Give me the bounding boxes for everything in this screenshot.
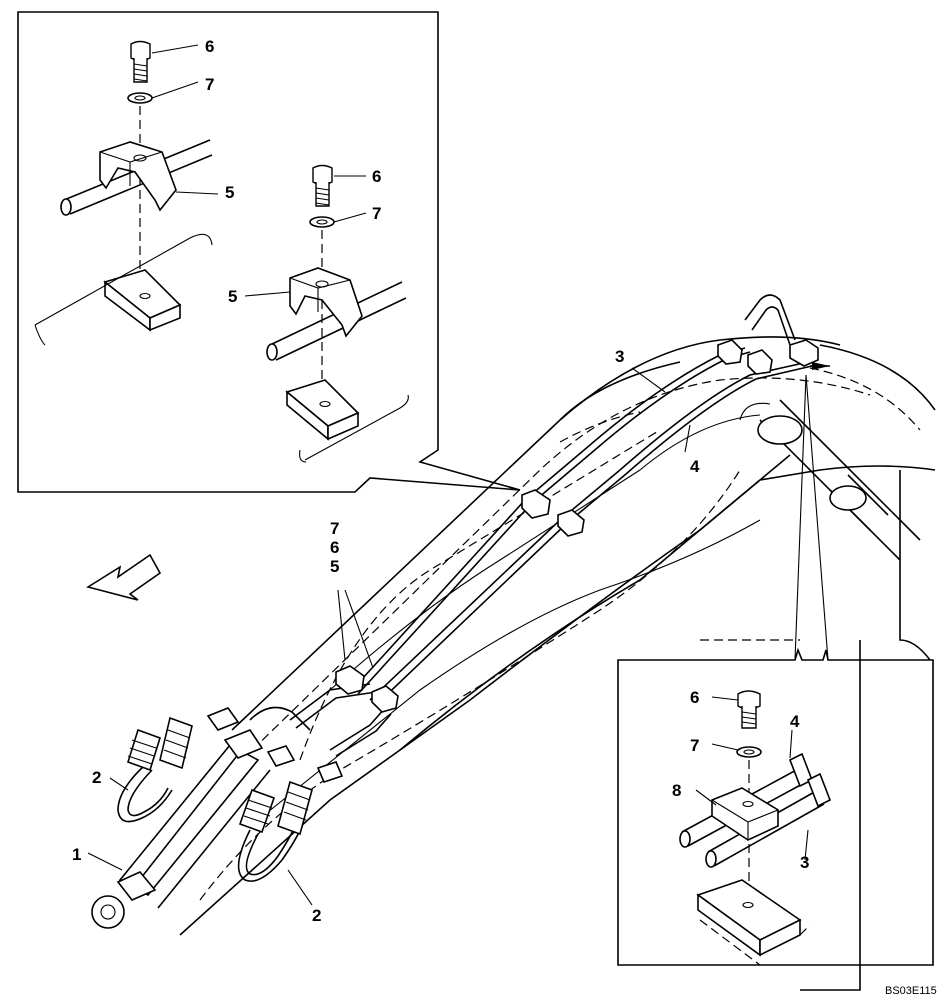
main-leaders [87,367,829,906]
clamp-icon [521,489,551,519]
bolt-icon [130,40,151,83]
callout-7-inset-1: 7 [205,75,214,94]
callout-6-inset-2: 6 [372,167,381,186]
callout-2-left: 2 [92,768,101,787]
callout-7-inset-2: 7 [372,204,381,223]
callout-4-inset-3: 4 [790,712,800,731]
callout-3-inset-3: 3 [800,853,809,872]
callout-7-inset-3: 7 [690,736,699,755]
callout-7-stack: 7 [330,519,339,538]
clamp-icon [557,509,585,537]
callout-3-main: 3 [615,347,624,366]
callout-6-inset-1: 6 [205,37,214,56]
bolt-icon [737,690,761,729]
callout-8-inset-3: 8 [672,781,681,800]
inset-clamp-assembly-2 [266,164,409,463]
clamp-icon [711,787,779,841]
clamp-icon [99,141,177,212]
inset-clamp-assembly-3 [679,690,832,966]
detail-inset-top-left [17,11,521,493]
callout-2-bottom: 2 [312,906,321,925]
arm-cylinder [739,399,921,561]
bolt-icon [312,164,333,207]
pipe-clamps [335,294,830,713]
front-direction-arrow-icon [86,553,162,601]
inset-clamp-assembly-1 [34,40,219,346]
detail-inset-bottom-right [617,647,934,966]
hose-assembly-left [117,707,240,823]
boom-assembly [179,336,936,991]
callout-6-stack: 6 [330,538,339,557]
callout-5-stack: 5 [330,557,339,576]
diagram-code: BS03E115 [885,985,937,997]
callout-4-main: 4 [690,457,700,476]
washer-icon [127,92,153,104]
hose-assembly-right [237,745,344,882]
hydraulic-pipes [289,347,813,757]
washer-icon [736,746,762,758]
callout-6-inset-3: 6 [690,688,699,707]
clamp-icon [335,665,365,695]
inset-leaders [151,44,367,297]
clamp-icon [289,267,363,338]
clamp-icon [371,685,399,713]
callout-1: 1 [72,845,81,864]
washer-icon [309,216,335,228]
callout-5-inset-1: 5 [225,183,234,202]
callout-5-inset-2: 5 [228,287,237,306]
callout-labels: 6 7 5 6 7 5 3 4 7 6 5 2 1 2 6 7 4 8 3 [72,37,809,925]
bucket-cylinder [91,706,311,929]
